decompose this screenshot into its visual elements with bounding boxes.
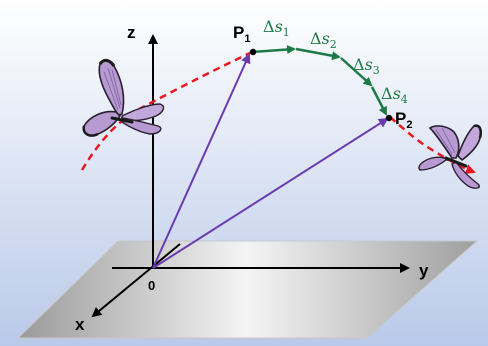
ds2-label: Δs2 <box>310 29 337 51</box>
ds3-label: Δs3 <box>353 55 380 77</box>
y-axis-label: y <box>419 261 429 280</box>
segment-ds4 <box>370 86 388 116</box>
ds4-label: Δs4 <box>381 84 408 106</box>
trajectory-before-p1 <box>80 51 251 171</box>
z-axis-label: z <box>127 23 136 42</box>
butterfly-left-icon <box>82 58 165 137</box>
segment-ds3 <box>340 57 373 87</box>
segment-ds2 <box>295 47 341 61</box>
ds1-label: Δs1 <box>263 17 290 39</box>
butterfly-right-icon <box>418 124 482 189</box>
p2-label: P2 <box>395 109 412 131</box>
p1-label: P1 <box>233 23 250 45</box>
xy-plane <box>16 240 479 339</box>
origin-label: 0 <box>148 278 155 293</box>
position-vector-p2 <box>152 117 389 269</box>
x-axis <box>91 243 181 318</box>
segment-ds1 <box>252 45 296 54</box>
position-vector-p1 <box>152 53 251 269</box>
point-p2 <box>385 114 393 122</box>
point-p1 <box>249 48 257 56</box>
trajectory-after-p2 <box>389 116 476 174</box>
x-axis-label: x <box>75 315 85 334</box>
